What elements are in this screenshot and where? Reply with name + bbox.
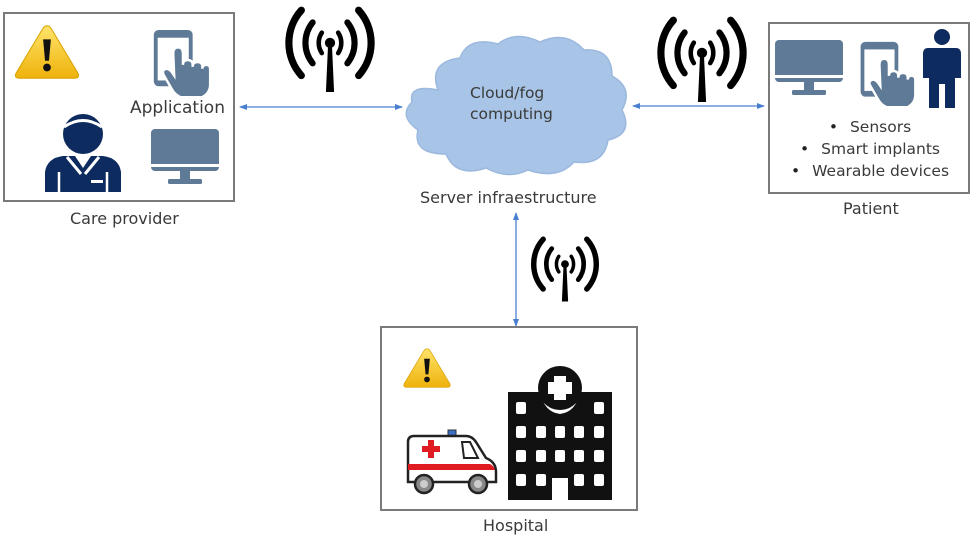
hospital-building-icon <box>508 366 612 500</box>
patient-device-list: Sensors Smart implants Wearable devices <box>780 116 960 182</box>
care-provider-person-icon <box>45 114 121 192</box>
hospital-box <box>380 326 638 511</box>
list-item: Sensors <box>780 116 960 138</box>
application-label: Application <box>130 98 225 118</box>
tablet-touch-icon <box>152 28 212 96</box>
wireless-signal-icon <box>525 233 605 303</box>
cloud-icon <box>405 35 627 176</box>
monitor-icon <box>151 129 219 184</box>
warning-icon <box>14 25 80 79</box>
cloud-text-line1: Cloud/fog <box>470 84 545 102</box>
wireless-signal-icon <box>278 2 382 94</box>
patient-person-icon <box>923 29 961 108</box>
list-item: Wearable devices <box>780 160 960 182</box>
hospital-label: Hospital <box>483 516 549 535</box>
monitor-icon <box>775 40 843 95</box>
wireless-signal-icon <box>650 12 754 104</box>
ambulance-icon <box>406 429 498 495</box>
list-item: Smart implants <box>780 138 960 160</box>
patient-box: Sensors Smart implants Wearable devices <box>768 22 970 194</box>
care-provider-label: Care provider <box>70 209 179 228</box>
cloud-text-line2: computing <box>470 105 553 123</box>
patient-label: Patient <box>843 199 899 218</box>
server-infrastructure-label: Server infraestructure <box>420 188 597 207</box>
warning-icon <box>403 348 451 388</box>
care-provider-box: Application <box>3 12 235 202</box>
tablet-touch-icon <box>859 40 917 106</box>
